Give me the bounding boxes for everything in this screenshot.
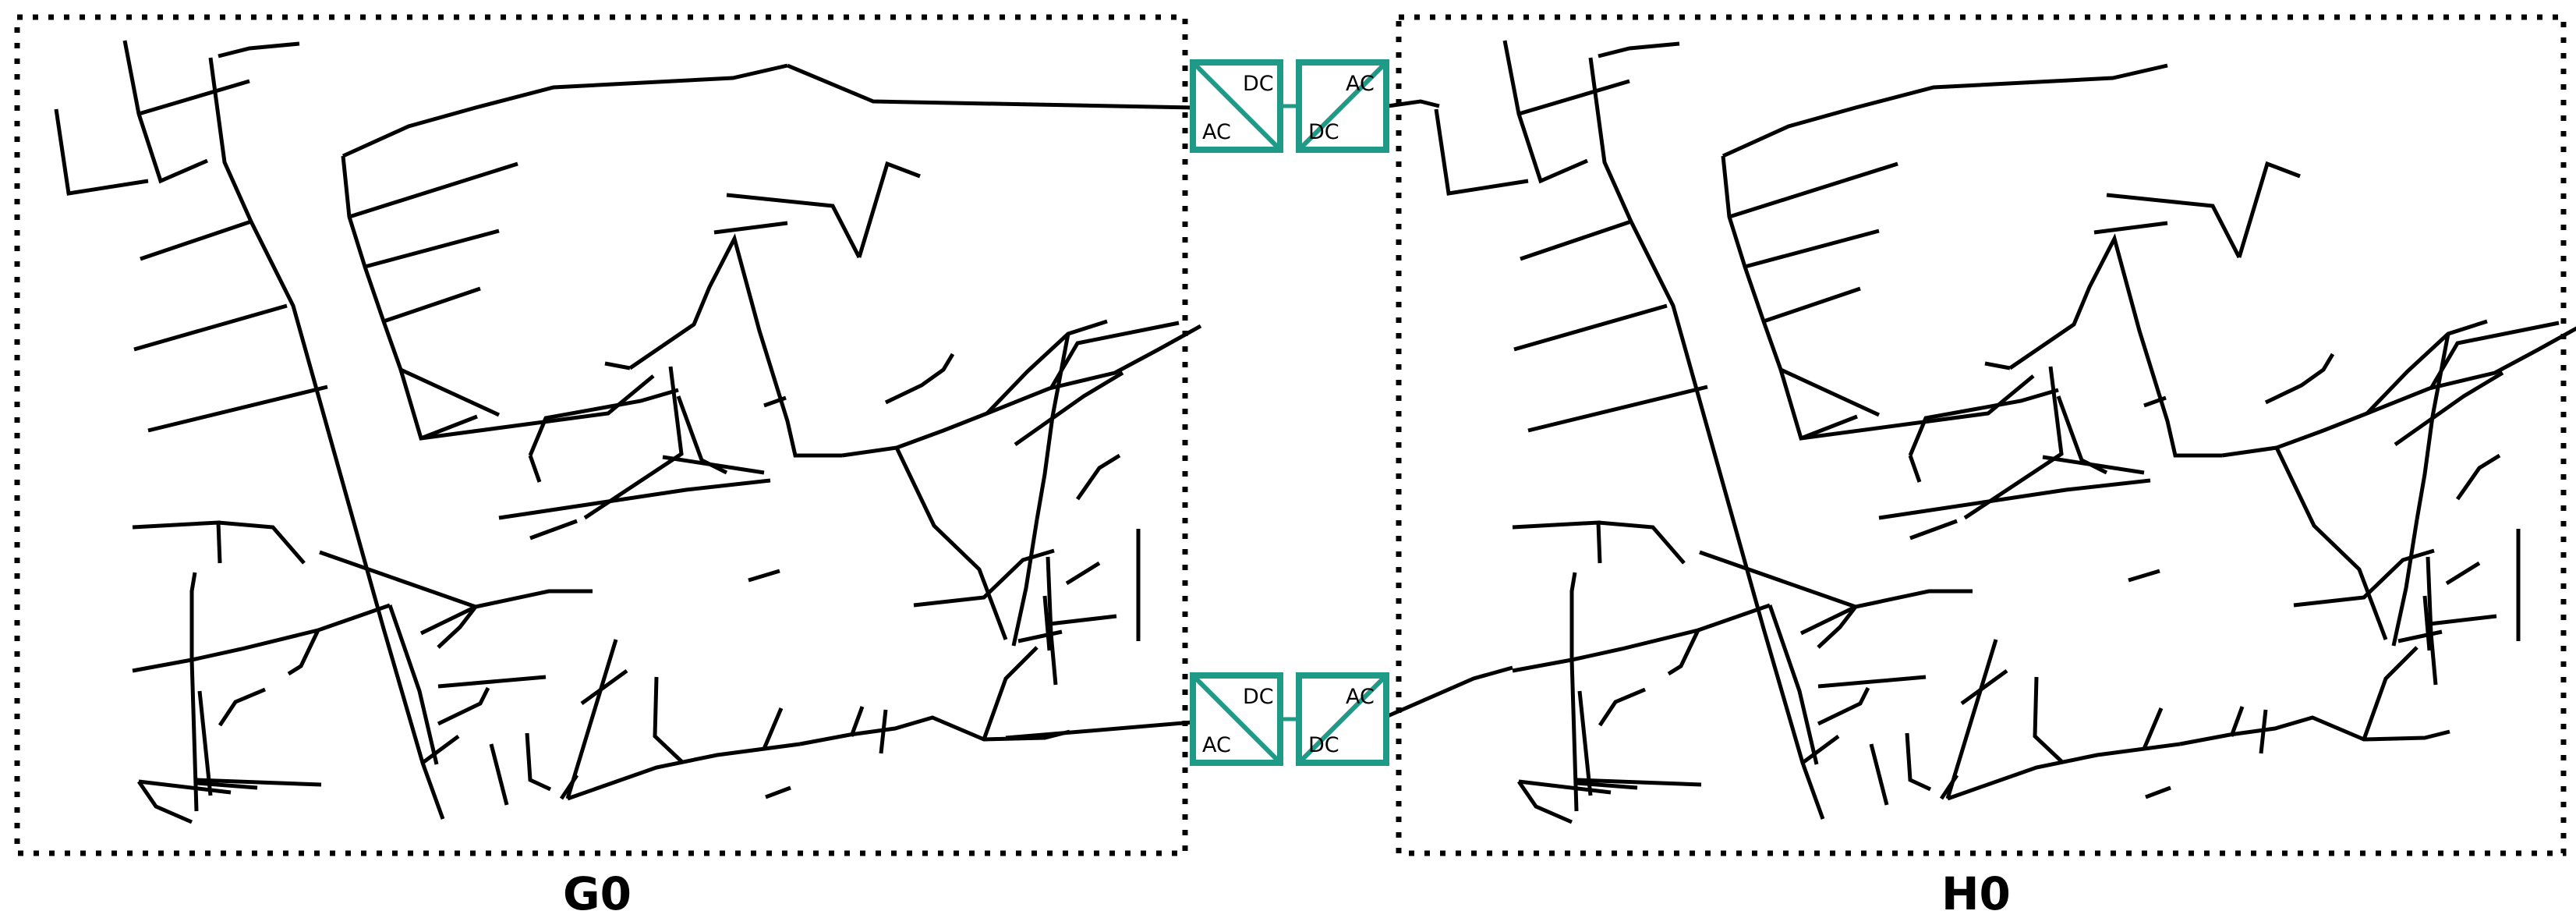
right-panel-border [1396,14,2567,856]
link-h0-top-converter [1387,99,1440,108]
link-h0-bottom-converter [1387,665,1513,718]
converter-ac-label: AC [1202,120,1231,144]
converter-ac-label: AC [1202,733,1231,757]
link-g0-top-converter [787,63,1194,110]
ac-dc-converter-icon: AC DC [1296,672,1389,766]
feeder-network-g0 [56,41,1201,822]
converter-ac-label: AC [1346,685,1375,709]
converter-dc-label: DC [1243,685,1274,709]
caption-g0: G0 [563,867,632,918]
caption-h0: H0 [1941,867,2011,918]
converter-ac-label: AC [1346,72,1375,96]
ac-dc-converter-icon: DC AC [1190,672,1283,766]
converter-dc-label: DC [1308,120,1339,144]
ac-dc-converter-icon: DC AC [1190,59,1283,153]
ac-dc-converter-icon: AC DC [1296,59,1389,153]
left-panel-border [14,14,1188,856]
link-g0-bottom-converter [1005,720,1194,740]
feeder-network-h0 [1436,41,2576,822]
converter-dc-label: DC [1243,72,1274,96]
converter-dc-label: DC [1308,733,1339,757]
